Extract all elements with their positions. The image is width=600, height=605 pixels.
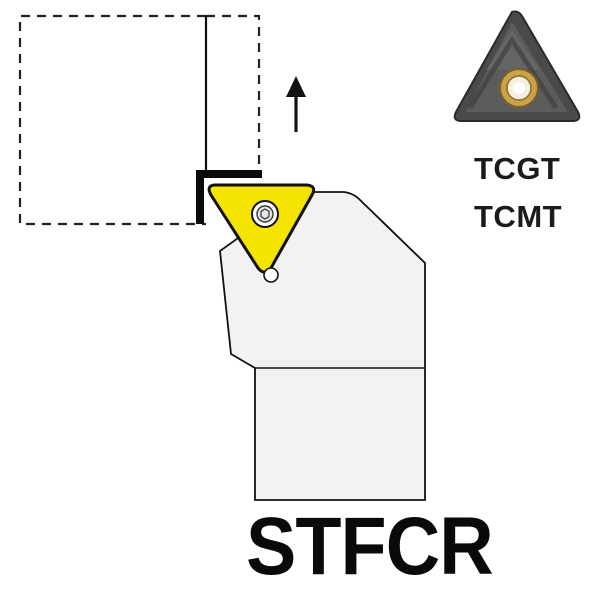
- insert-code-tcgt: TCGT: [474, 151, 561, 186]
- clamp-screw-icon: [251, 200, 279, 228]
- triangular-insert-photo: [453, 10, 581, 122]
- workpiece-outline: [18, 14, 261, 226]
- up-arrow-icon: [286, 76, 306, 132]
- insert-code-tcmt: TCMT: [474, 199, 563, 234]
- cutting-corner-marker: [196, 170, 262, 224]
- holder-designation-title: STFCR: [246, 501, 494, 592]
- seat-pin: [263, 267, 279, 283]
